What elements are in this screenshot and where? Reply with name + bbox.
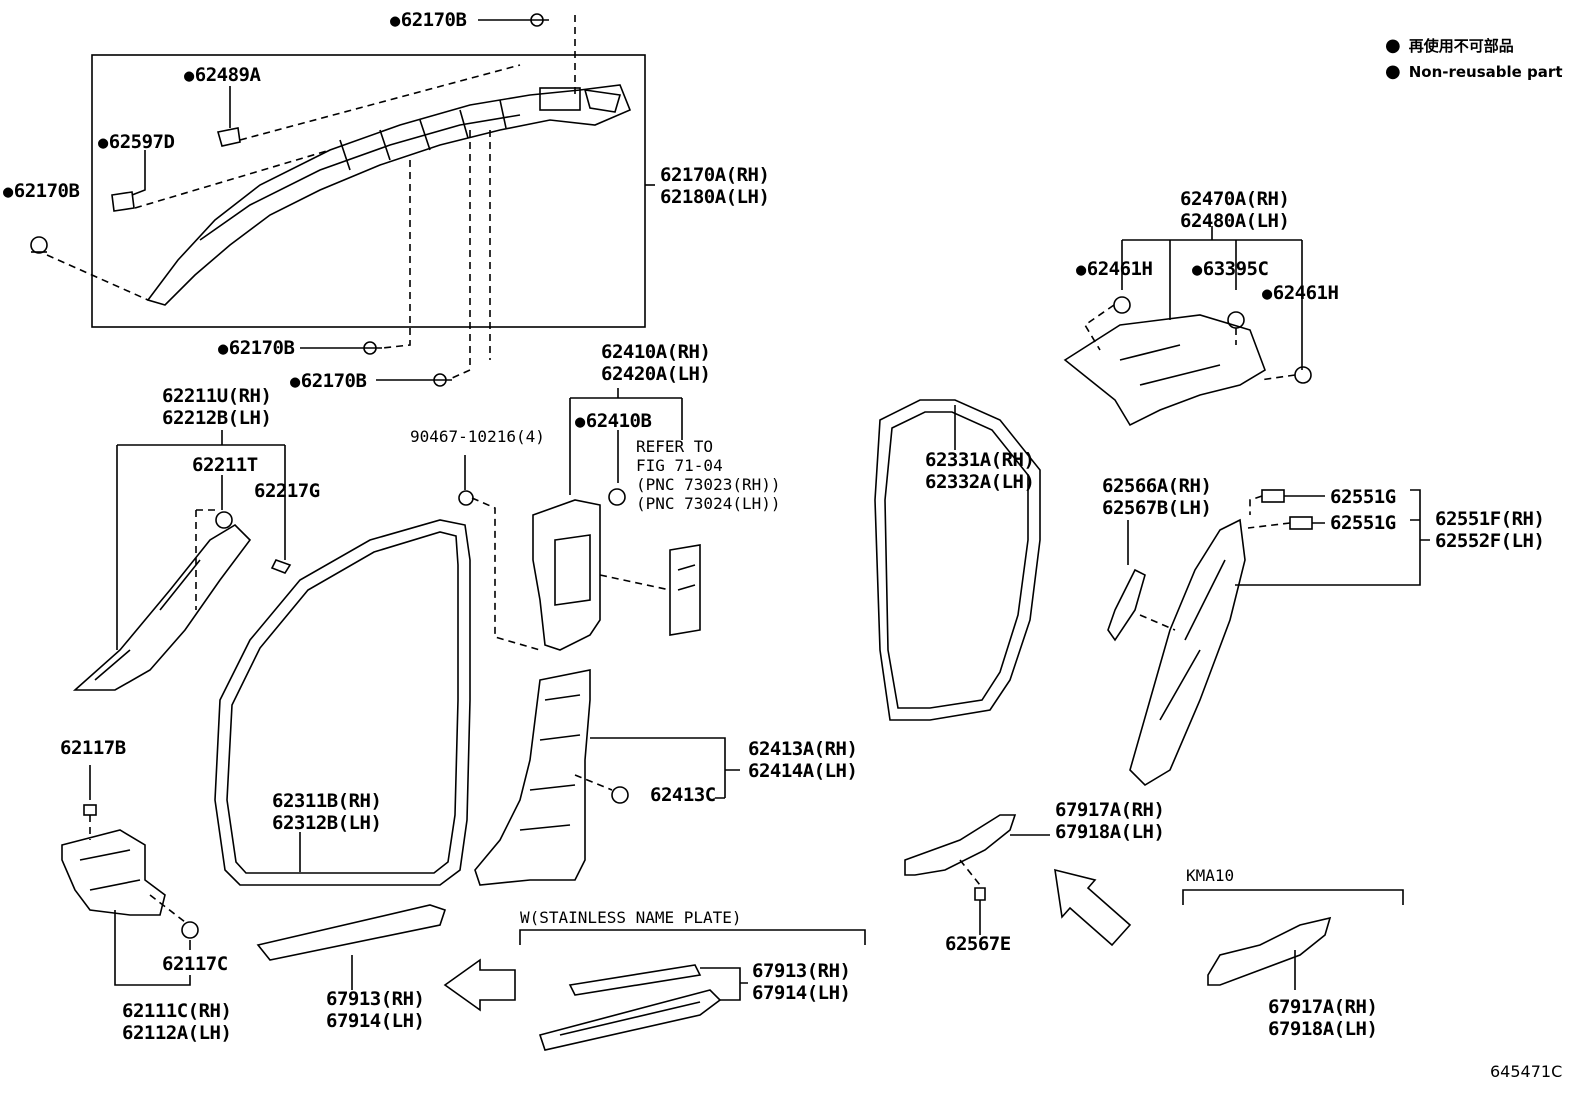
label-kma10: KMA10 xyxy=(1186,866,1235,885)
label-67913-b: 67913(RH) 67914(LH) xyxy=(752,960,851,1004)
label-62217g: 62217G xyxy=(254,480,320,502)
label-62117c: 62117C xyxy=(162,953,228,975)
rear-door-scuff-plate xyxy=(904,814,1017,876)
roof-side-inner-garnish xyxy=(1063,314,1266,427)
roof-side-rail-garnish xyxy=(146,84,632,306)
label-67917a-b: 67917A(RH) 67918A(LH) xyxy=(1268,996,1378,1040)
label-62597d: 62597D xyxy=(98,131,175,154)
label-62566a: 62566A(RH) 62567B(LH) xyxy=(1102,475,1212,519)
clip-62597d xyxy=(111,191,135,212)
label-62551g-a: 62551G xyxy=(1330,486,1396,508)
label-67913-a: 67913(RH) 67914(LH) xyxy=(326,988,425,1032)
arrow-up-left xyxy=(1054,868,1132,947)
cowl-side-trim xyxy=(61,829,166,916)
label-62413a: 62413A(RH) 62414A(LH) xyxy=(748,738,858,782)
clip-62170b-left xyxy=(30,236,48,254)
label-62410b: 62410B xyxy=(575,410,652,433)
label-62461h-b: 62461H xyxy=(1262,282,1339,305)
front-door-scuff-plate xyxy=(256,904,447,961)
label-62211t: 62211T xyxy=(192,454,258,476)
clip-62170b-mid1 xyxy=(358,341,382,355)
front-door-opening-trim xyxy=(214,519,471,886)
legend-jp: 再使用不可部品 xyxy=(1385,33,1562,59)
clip-62170b-top xyxy=(525,13,549,27)
label-62551g-b: 62551G xyxy=(1330,512,1396,534)
label-62170b-left: 62170B xyxy=(3,180,80,203)
center-pillar-lower-garnish xyxy=(474,669,591,886)
label-62331a: 62331A(RH) 62332A(LH) xyxy=(925,449,1035,493)
label-62311b: 62311B(RH) 62312B(LH) xyxy=(272,790,382,834)
kma10-scuff-plate xyxy=(1207,916,1332,986)
label-62170b-mid1: 62170B xyxy=(218,337,295,360)
label-62461h-a: 62461H xyxy=(1076,258,1153,281)
label-62111c: 62111C(RH) 62112A(LH) xyxy=(122,1000,232,1044)
label-90467: 90467-10216(4) xyxy=(410,427,545,446)
label-stainless: W(STAINLESS NAME PLATE) xyxy=(520,908,742,927)
label-62211u: 62211U(RH) 62212B(LH) xyxy=(162,385,272,429)
legend: 再使用不可部品 Non-reusable part xyxy=(1385,33,1563,85)
front-pillar-garnish xyxy=(72,523,252,691)
label-refer: REFER TO FIG 71-04 (PNC 73023(RH)) (PNC … xyxy=(636,437,781,513)
group-box-roof-side-rail xyxy=(91,54,646,328)
label-62410a: 62410A(RH) 62420A(LH) xyxy=(601,341,711,385)
label-62567e: 62567E xyxy=(945,933,1011,955)
stainless-scuff-plate-a xyxy=(568,964,702,996)
arrow-left xyxy=(443,958,516,1012)
label-67917a-a: 67917A(RH) 67918A(LH) xyxy=(1055,799,1165,843)
clip-62170b-mid2 xyxy=(428,373,452,387)
rear-pillar-garnish xyxy=(1129,518,1246,787)
stainless-scuff-plate-b xyxy=(538,989,722,1051)
legend-en: Non-reusable part xyxy=(1385,59,1563,85)
label-62170a: 62170A(RH) 62180A(LH) xyxy=(660,164,770,208)
center-pillar-upper-garnish xyxy=(532,499,601,651)
label-62413c: 62413C xyxy=(650,784,716,806)
clip-62489a xyxy=(216,127,241,147)
label-62117b: 62117B xyxy=(60,737,126,759)
label-62170b-mid2: 62170B xyxy=(290,370,367,393)
rear-door-opening-trim xyxy=(874,399,1041,721)
quarter-trim-small xyxy=(1107,568,1146,642)
figure-code: 645471C xyxy=(1490,1062,1563,1081)
label-62489a: 62489A xyxy=(184,64,261,87)
label-63395c: 63395C xyxy=(1192,258,1269,281)
label-62551f: 62551F(RH) 62552F(LH) xyxy=(1435,508,1545,552)
label-62170b-top: 62170B xyxy=(390,9,467,32)
seat-belt-anchor-cover xyxy=(669,544,701,636)
label-62470a: 62470A(RH) 62480A(LH) xyxy=(1180,188,1290,232)
